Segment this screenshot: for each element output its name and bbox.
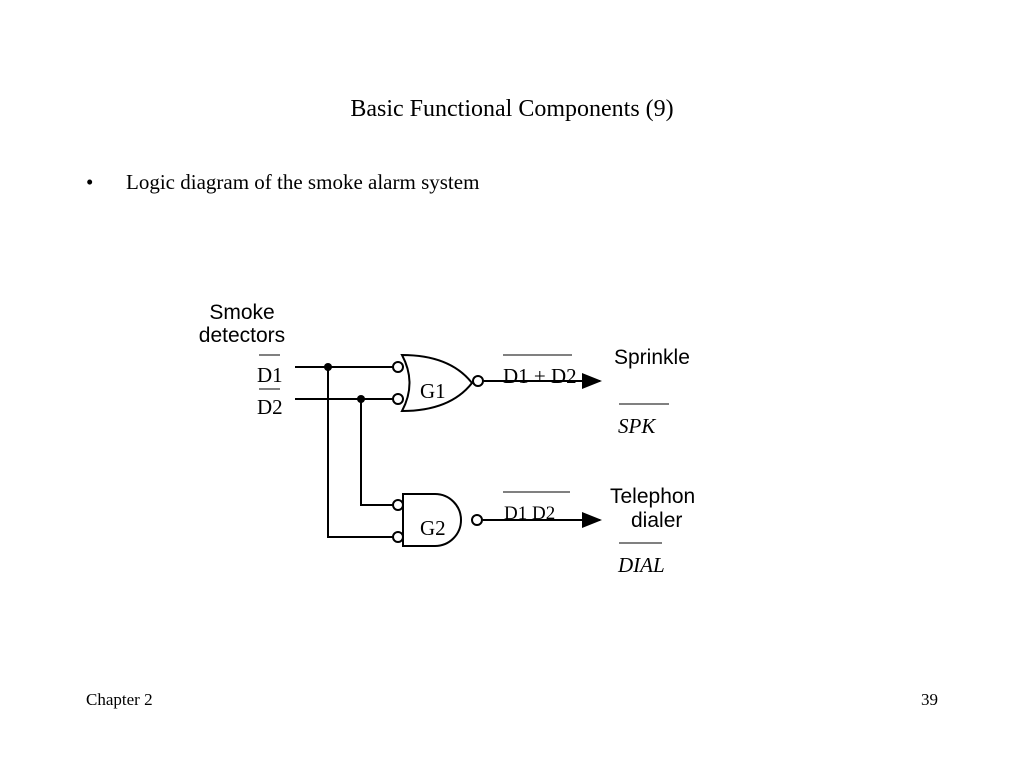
wire-d2-to-g2 <box>360 399 393 506</box>
detectors-label-line1: Smoke <box>209 301 274 324</box>
g1-input-bubble-2 <box>392 393 404 405</box>
sprinkler-label: Sprinkle <box>614 346 690 369</box>
input-d1-label: D1 <box>257 363 283 387</box>
dial-label: DIAL <box>617 553 665 577</box>
detectors-label-line2: detectors <box>199 324 285 347</box>
bullet-mark: • <box>86 170 94 194</box>
g2-input-bubble-2 <box>392 531 404 543</box>
g1-or-gate <box>400 353 474 413</box>
gate-g1-label: G1 <box>420 379 446 403</box>
g2-and-gate <box>402 493 462 547</box>
g1-output-expression: D1 + D2 <box>503 364 577 388</box>
footer-page-number: 39 <box>921 690 938 709</box>
gate-g2-label: G2 <box>420 516 446 540</box>
bullet-item: • Logic diagram of the smoke alarm syste… <box>86 170 479 195</box>
g1-input-bubble-1 <box>392 361 404 373</box>
telephone-label-line1: Telephon <box>610 485 695 508</box>
g2-output-bubble <box>471 514 483 526</box>
footer-chapter: Chapter 2 <box>86 690 153 709</box>
g1-output-bubble <box>472 375 484 387</box>
spk-label: SPK <box>618 414 656 438</box>
bullet-text: Logic diagram of the smoke alarm system <box>126 170 480 194</box>
g2-input-bubble-1 <box>392 499 404 511</box>
telephone-label-line2: dialer <box>631 509 682 532</box>
wire-d1-to-g2 <box>327 367 393 538</box>
input-d2-label: D2 <box>257 395 283 419</box>
g2-output-expression: D1 D2 <box>504 503 555 524</box>
slide-title: Basic Functional Components (9) <box>350 96 674 122</box>
